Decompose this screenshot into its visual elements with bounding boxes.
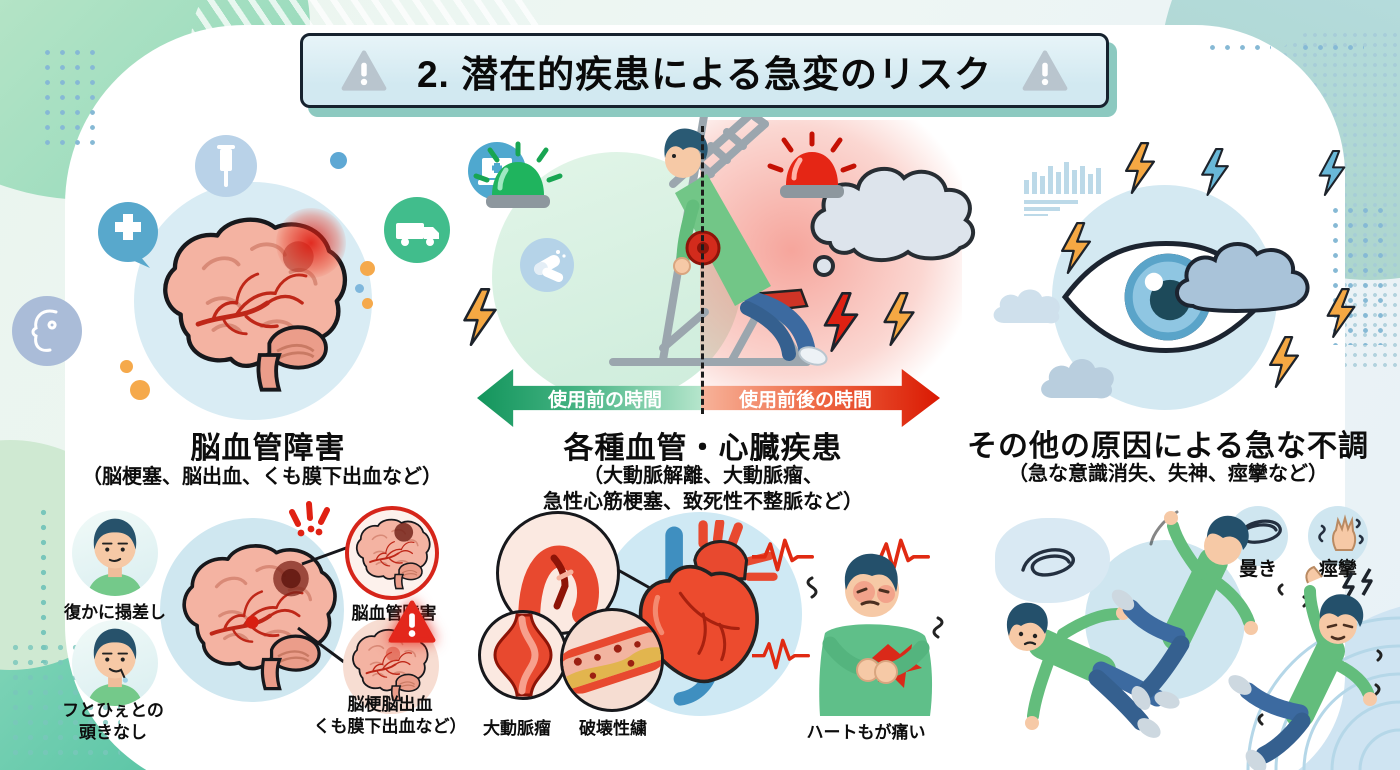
section-heading-cardiovascular: 各種血管・心臓疾患 xyxy=(563,432,843,465)
timeline-before-label: 使用前の時間 xyxy=(547,389,662,411)
orange-dot-4 xyxy=(130,380,150,400)
red-glow-stroke-spot xyxy=(276,208,346,278)
lightning-icon-r5 xyxy=(1316,150,1348,196)
section-subtitle-cerebrovascular: （脳梗塞、脳出血、くも膜下出血など） xyxy=(82,466,442,488)
symptom-face-1-label: 復かに搨差し xyxy=(64,603,166,622)
lightning-icon-orange-right xyxy=(880,292,918,346)
brain-detail-bottom-label: 脳梗脳出血 くも膜下出血など） xyxy=(313,695,467,736)
red-siren-icon xyxy=(767,131,857,198)
falling-person-3 xyxy=(1228,565,1383,770)
ambulance-icon xyxy=(384,197,450,263)
section-subtitle-other: （急な意識消失、失神、痙攣など） xyxy=(1008,463,1328,485)
symptom-face-1-circle xyxy=(72,510,158,596)
lightning-icon-r6 xyxy=(1324,288,1358,338)
alert-emphasis-marks xyxy=(289,501,330,537)
dizziness-label: 曼き xyxy=(1238,559,1278,580)
green-siren-icon xyxy=(473,141,563,208)
symptom-face-2-label: フとひぇとの 頭きなし xyxy=(62,701,164,742)
dots-left-column xyxy=(36,505,50,663)
blue-dot-1 xyxy=(330,152,347,169)
dizzy-thought-cloud xyxy=(995,518,1110,603)
lightning-icon-r4 xyxy=(1266,336,1302,388)
orange-dot-2 xyxy=(362,298,373,309)
syringe-icon xyxy=(195,135,257,197)
face-avatar-2 xyxy=(72,620,158,706)
page-title: 2. 潜在的疾患による急変のリスク xyxy=(416,53,993,95)
atherosclerosis-circle xyxy=(560,608,664,712)
chest-pain-label: ハートもが痛い xyxy=(806,723,926,742)
aneurysm-circle xyxy=(478,610,568,700)
aneurysm-label: 大動脈瘤 xyxy=(483,719,551,738)
timeline-divider xyxy=(701,126,704,414)
pills-icon xyxy=(520,238,574,292)
convulsion-label: 痙攣 xyxy=(1318,559,1358,580)
profile-face-icon xyxy=(12,296,82,366)
timeline-after-label: 使用前後の時間 xyxy=(738,389,872,411)
bar-chart-decoration xyxy=(1024,162,1101,216)
symptom-face-2-circle xyxy=(72,620,158,706)
medical-cross-bubble-icon xyxy=(98,202,158,268)
title-banner: 2. 潜在的疾患による急変のリスク xyxy=(300,33,1109,108)
storm-cloud xyxy=(1175,241,1310,313)
lightning-icon-red xyxy=(820,292,862,352)
section-heading-cerebrovascular: 脳血管障害 xyxy=(190,432,346,465)
convulsion-icon-circle xyxy=(1308,506,1368,566)
small-cloud-bottom xyxy=(1041,359,1114,399)
falling-person-2 xyxy=(1111,510,1258,710)
lightning-icon-left xyxy=(460,288,500,346)
falling-person-1 xyxy=(1006,602,1180,738)
warning-icon-left xyxy=(341,50,387,92)
dots-top-row-2 xyxy=(1298,40,1364,54)
chest-pain-person xyxy=(806,553,944,716)
dizzy-scribble xyxy=(1021,548,1075,577)
brain-lesion-illustration xyxy=(168,538,346,692)
dots-top-row-1 xyxy=(1205,40,1271,54)
exercise-machine-person xyxy=(609,106,828,366)
warning-icon-right xyxy=(1022,50,1068,92)
dots-top-left xyxy=(40,45,102,150)
section-subtitle-cardiovascular: （大動脈解離、大動脈瘤、 急性心筋梗塞、致死性不整脈など） xyxy=(543,465,863,513)
orange-dot-3 xyxy=(120,360,133,373)
face-avatar-1 xyxy=(72,510,158,596)
small-cloud-left xyxy=(993,289,1060,324)
lightning-icon-r1 xyxy=(1122,142,1158,194)
brain-detail-connectors xyxy=(297,546,347,664)
section-heading-other: その他の原因による急な不調 xyxy=(966,430,1370,463)
blue-dot-2 xyxy=(355,284,364,293)
plaque-label: 破壊性繍 xyxy=(579,719,647,738)
red-warning-triangle-icon xyxy=(388,600,436,644)
orange-dot-1 xyxy=(360,261,375,276)
brain-detail-top-circle xyxy=(345,506,439,600)
lightning-icon-r2 xyxy=(1198,148,1232,196)
lightning-icon-r3 xyxy=(1058,222,1094,274)
